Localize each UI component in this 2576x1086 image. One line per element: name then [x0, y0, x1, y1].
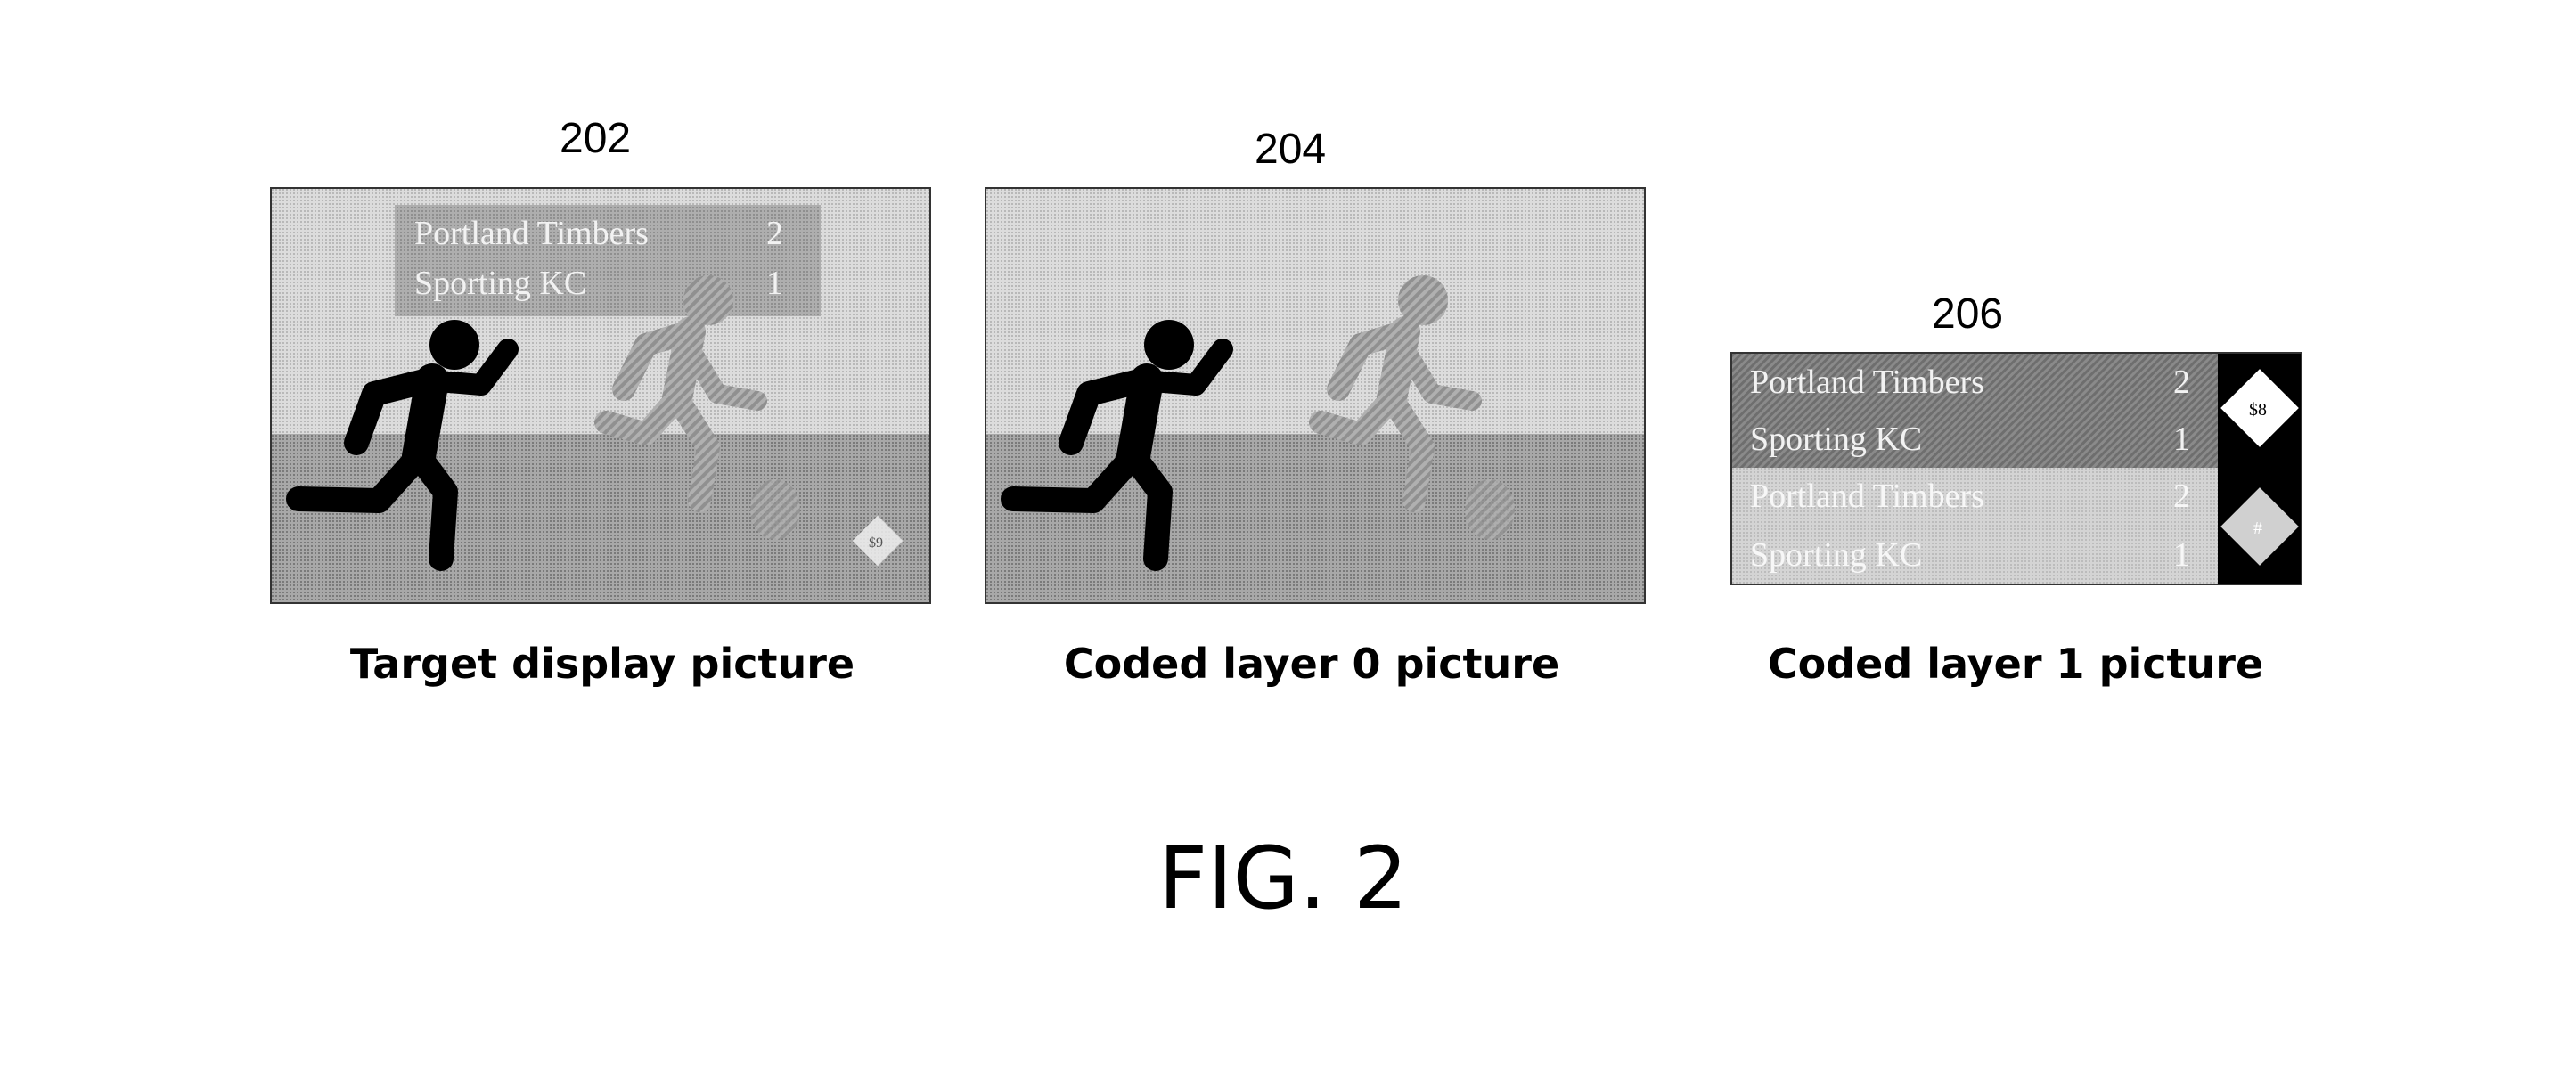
- scoreboard-overlay: Portland Timbers 2 Sporting KC 1: [395, 205, 821, 316]
- layer1-upper-team1-score: 2: [2173, 363, 2190, 401]
- black-runner-figure-layer0: [1001, 320, 1233, 571]
- layer1-upper-team2-name: Sporting KC: [1750, 421, 1922, 458]
- target-display-picture-panel: Portland Timbers 2 Sporting KC 1: [270, 187, 931, 604]
- layer1-lower-scoreboard: Portland Timbers 2 Sporting KC 1: [1750, 478, 2190, 574]
- ref-202: 202: [560, 115, 632, 162]
- coded-layer-0-picture-panel: [985, 187, 1646, 604]
- ref-206: 206: [1932, 290, 2004, 338]
- team2-name: Sporting KC: [414, 265, 586, 302]
- layer1-lower-team2-name: Sporting KC: [1750, 536, 1922, 574]
- layer1-badge-bottom-label: #: [2253, 519, 2262, 538]
- caption-coded-layer-0-picture: Coded layer 0 picture: [1063, 640, 1560, 688]
- grey-runner-figure-layer0: [1309, 275, 1515, 540]
- layer1-lower-team1-score: 2: [2173, 478, 2190, 515]
- layer1-lower-team2-score: 1: [2173, 536, 2190, 574]
- layer1-upper-team1-name: Portland Timbers: [1750, 363, 1984, 401]
- caption-target-display-picture: Target display picture: [349, 640, 855, 688]
- layer1-upper-team2-score: 1: [2173, 421, 2190, 458]
- coded-layer-0-picture-image: [986, 189, 1644, 602]
- caption-coded-layer-1-picture: Coded layer 1 picture: [1767, 640, 2264, 688]
- coded-layer-1-picture-image: Portland Timbers 2 Sporting KC 1 Portlan…: [1732, 354, 2301, 584]
- layer1-lower-team1-name: Portland Timbers: [1750, 478, 1984, 515]
- layer1-badge-top-label: $8: [2249, 400, 2267, 420]
- coded-layer-1-picture-panel: Portland Timbers 2 Sporting KC 1 Portlan…: [1730, 352, 2302, 585]
- layer1-upper-scoreboard: Portland Timbers 2 Sporting KC 1: [1750, 363, 2190, 458]
- black-runner-figure: [286, 320, 519, 571]
- ref-204: 204: [1255, 126, 1327, 173]
- target-badge-label: $9: [869, 535, 883, 551]
- grey-runner-figure: [594, 275, 800, 540]
- figure-title: FIG. 2: [1158, 829, 1409, 928]
- target-display-picture-image: Portland Timbers 2 Sporting KC 1: [272, 189, 929, 602]
- team1-score: 2: [766, 215, 783, 252]
- team1-name: Portland Timbers: [414, 215, 649, 252]
- team2-score: 1: [766, 265, 783, 302]
